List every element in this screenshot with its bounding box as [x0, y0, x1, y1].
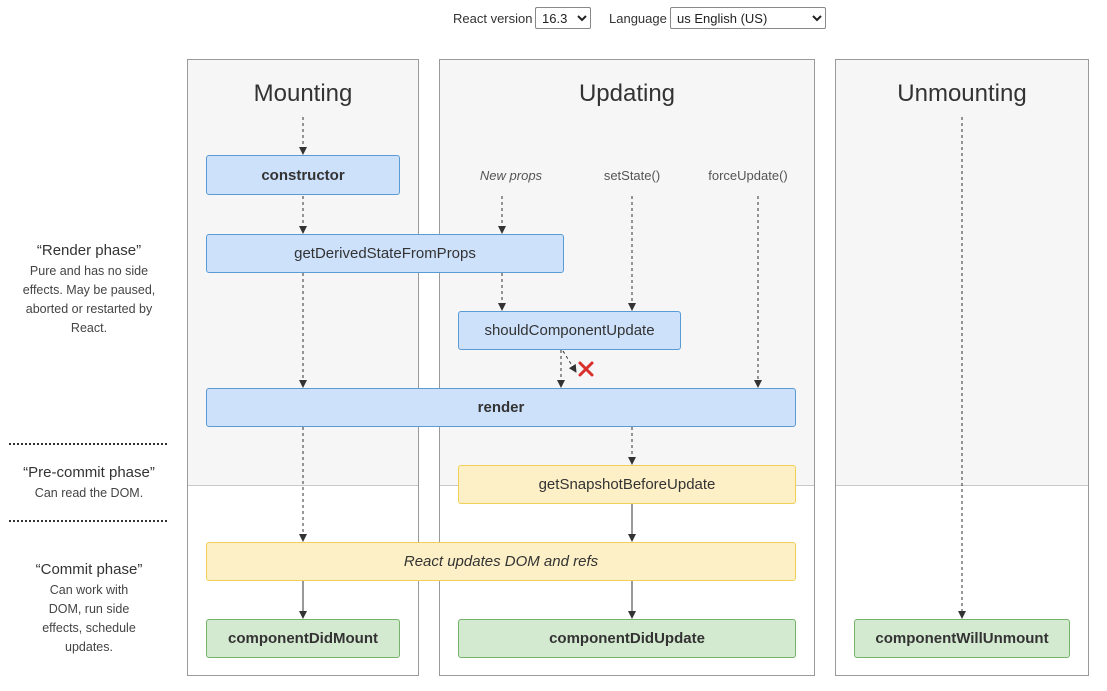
language-label: Language — [609, 11, 667, 26]
phase-divider-1 — [9, 443, 167, 445]
react-version-label: React version — [453, 11, 533, 26]
precommit-phase-desc: Can read the DOM. — [34, 486, 144, 500]
controls-bar: React version 16.3 Language us English (… — [0, 6, 1107, 30]
new-props-label: New props — [479, 168, 543, 183]
react-version-select[interactable]: 16.3 — [535, 7, 591, 29]
component-will-unmount-box[interactable]: componentWillUnmount — [854, 619, 1070, 658]
commit-phase-desc: Can work with DOM, run side effects, sch… — [42, 583, 136, 654]
get-derived-state-from-props-box[interactable]: getDerivedStateFromProps — [206, 234, 564, 273]
should-component-update-box[interactable]: shouldComponentUpdate — [458, 311, 681, 350]
phase-divider-2 — [9, 520, 167, 522]
react-updates-dom-box: React updates DOM and refs — [206, 542, 796, 581]
mounting-title: Mounting — [253, 80, 353, 107]
language-select[interactable]: us English (US) — [670, 7, 826, 29]
component-did-update-box[interactable]: componentDidUpdate — [458, 619, 796, 658]
set-state-label: setState() — [603, 168, 661, 183]
constructor-box[interactable]: constructor — [206, 155, 400, 195]
render-phase: “Render phase” Pure and has no side effe… — [0, 242, 178, 338]
render-box[interactable]: render — [206, 388, 796, 427]
unmounting-title: Unmounting — [897, 80, 1027, 107]
cancel-x-icon — [578, 361, 594, 377]
commit-phase-title: “Commit phase” — [35, 561, 143, 578]
render-phase-desc: Pure and has no side effects. May be pau… — [22, 264, 156, 335]
get-snapshot-before-update-box[interactable]: getSnapshotBeforeUpdate — [458, 465, 796, 504]
force-update-label: forceUpdate() — [708, 168, 788, 183]
precommit-phase-title: “Pre-commit phase” — [23, 464, 155, 481]
render-phase-title: “Render phase” — [36, 242, 142, 259]
component-did-mount-box[interactable]: componentDidMount — [206, 619, 400, 658]
updating-title: Updating — [578, 80, 676, 107]
commit-phase: “Commit phase” Can work with DOM, run si… — [0, 561, 178, 657]
precommit-phase: “Pre-commit phase” Can read the DOM. — [0, 464, 178, 503]
